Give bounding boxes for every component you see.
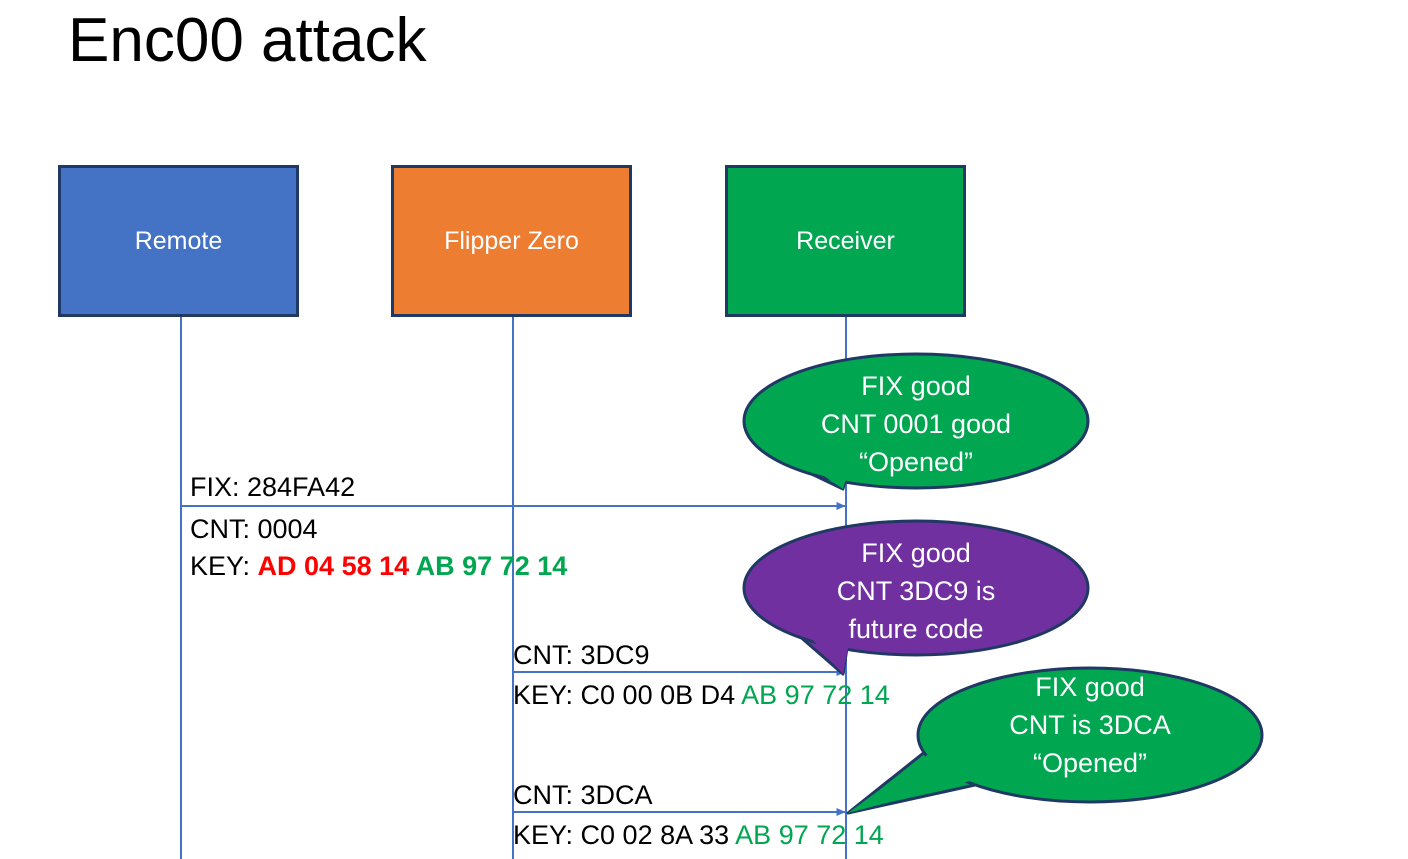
callout-2-line2: CNT 3DC9 is	[836, 576, 996, 606]
message-1-key-label: KEY:	[190, 551, 258, 581]
lifeline-remote	[180, 317, 182, 859]
actor-label-receiver: Receiver	[796, 227, 895, 255]
callout-1-text: FIX good CNT 0001 good “Opened”	[742, 367, 1090, 481]
page-title: Enc00 attack	[68, 6, 427, 75]
message-2-cnt: CNT: 3DC9	[513, 640, 650, 670]
message-1-fix: FIX: 284FA42	[190, 472, 356, 502]
callout-1-shape	[742, 352, 1090, 491]
actor-label-remote: Remote	[134, 227, 223, 255]
message-3-key: KEY: C0 02 8A 33 AB 97 72 14	[513, 818, 884, 853]
message-1-key-red: AD 04 58 14	[257, 551, 410, 581]
callout-1-line1: FIX good	[861, 371, 971, 401]
message-3-key-label: KEY: C0 02 8A 33	[513, 820, 736, 850]
callout-1-line3: “Opened”	[858, 447, 974, 477]
message-2-key: KEY: C0 00 0B D4 AB 97 72 14	[513, 678, 890, 713]
message-2-key-green: AB 97 72 14	[741, 680, 890, 710]
callout-2-text: FIX good CNT 3DC9 is future code	[742, 534, 1090, 648]
lifeline-flipper	[512, 317, 514, 859]
callout-3-shape	[846, 666, 1264, 815]
message-3-key-green: AB 97 72 14	[735, 820, 884, 850]
actor-label-flipper: Flipper Zero	[444, 227, 579, 255]
message-3-cnt: CNT: 3DCA	[513, 780, 653, 810]
callout-1-line2: CNT 0001 good	[820, 409, 1012, 439]
callout-3-line1: FIX good	[1035, 672, 1145, 702]
callout-bubble-fix-good-cnt-0001[interactable]: FIX good CNT 0001 good “Opened”	[742, 349, 1090, 504]
message-1-key-green: AB 97 72 14	[409, 551, 568, 581]
callout-2-line1: FIX good	[861, 538, 971, 568]
message-1-key: KEY: AD 04 58 14 AB 97 72 14	[190, 549, 567, 584]
callout-3-line3: “Opened”	[1032, 748, 1148, 778]
actor-box-flipper[interactable]: Flipper Zero	[391, 165, 632, 317]
actor-box-receiver[interactable]: Receiver	[725, 165, 966, 317]
callout-3-text: FIX good CNT is 3DCA “Opened”	[916, 668, 1264, 782]
actor-box-remote[interactable]: Remote	[58, 165, 299, 317]
callout-2-shape	[742, 519, 1090, 676]
callout-bubble-cnt-3dc9-future-code[interactable]: FIX good CNT 3DC9 is future code	[742, 516, 1090, 676]
callout-bubble-cnt-3dca-opened[interactable]: FIX good CNT is 3DCA “Opened”	[836, 655, 1264, 815]
callout-3-line2: CNT is 3DCA	[1009, 710, 1171, 740]
message-2-key-label: KEY: C0 00 0B D4	[513, 680, 742, 710]
message-1-cnt: CNT: 0004	[190, 514, 318, 544]
callout-2-line3: future code	[848, 614, 984, 644]
